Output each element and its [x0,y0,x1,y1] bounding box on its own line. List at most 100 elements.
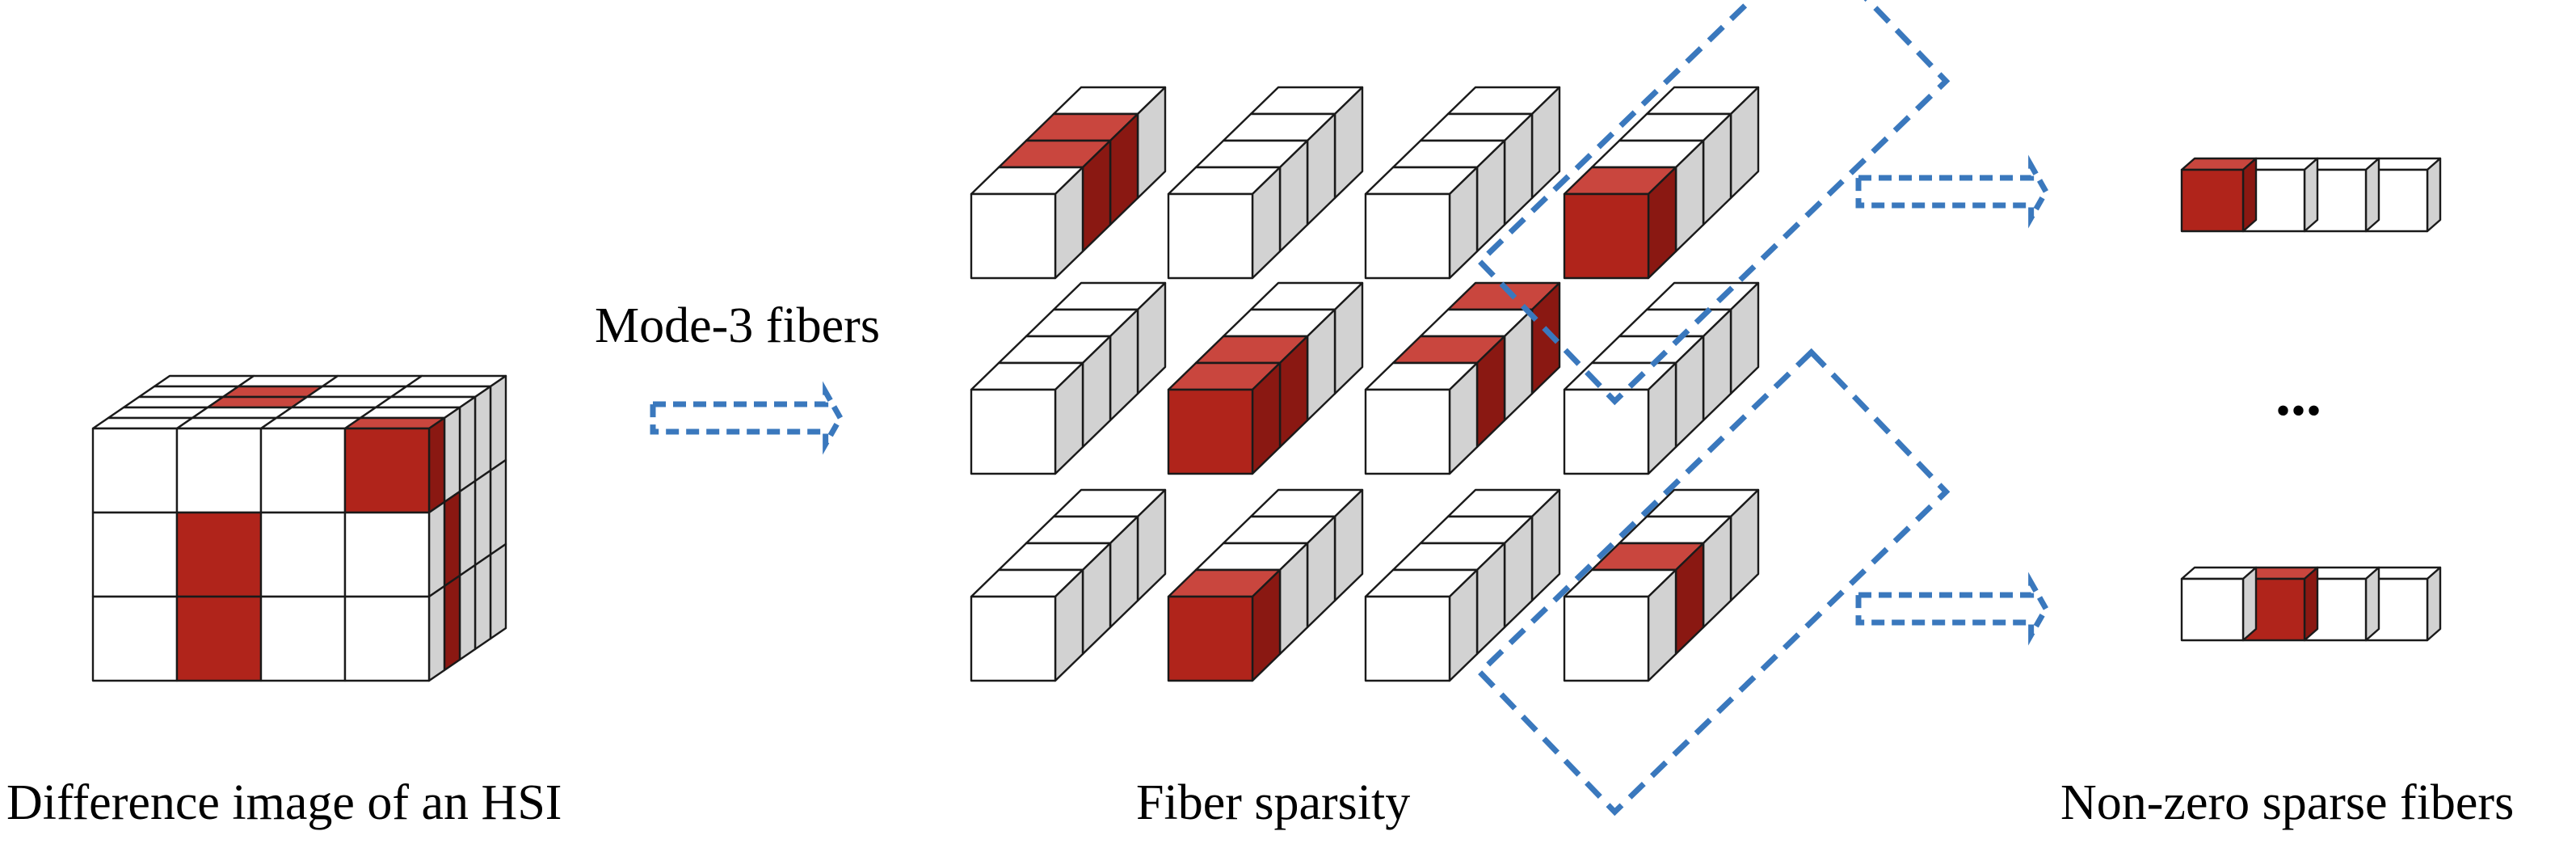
hsi-top-cell [321,374,423,388]
hsi-cube [91,374,507,682]
fiber-r2-c0 [970,488,1167,682]
sparse-cube-side [2426,566,2442,642]
fiber-cube-front [1563,192,1650,280]
fiber-cube-front [1364,192,1451,280]
fiber-cube-front [1563,388,1650,475]
hsi-front-cell [175,511,263,598]
dashed-right-arrow-icon [650,381,844,455]
fiber-sparsity-caption: Fiber sparsity [1136,775,1411,830]
hsi-top-cell [305,385,408,399]
hsi-top-cell [343,416,446,430]
hsi-top-cell [237,374,339,388]
hsi-side-cell [458,563,477,661]
fiber-cube-front [970,388,1057,475]
arrow-to-fibers [650,381,844,455]
hsi-top-cell [405,374,507,388]
hsi-top-cell [107,406,209,420]
dashed-right-arrow-icon [1855,154,2050,229]
highlight-fiber-top [1475,0,1951,406]
fiber-r0-c1 [1167,86,1364,280]
hsi-front-cell [259,427,347,514]
fiber-r2-c3 [1563,488,1760,682]
hsi-side-cell [443,574,461,672]
fiber-cube-front [1364,595,1451,682]
fiber-r1-c2 [1364,281,1561,475]
sparse-cube-side [2364,566,2380,642]
hsi-top-cell [137,385,240,399]
hsi-side-cell [458,395,477,493]
hsi-top-cell [175,416,278,430]
hsi-top-cell [206,395,309,409]
sparse-cube-front [2180,577,2245,642]
hsi-side-cell [443,406,461,504]
fiber-r0-c2 [1364,86,1561,280]
fiber-r1-c1 [1167,281,1364,475]
hsi-front-cell [91,511,179,598]
hsi-top-cell [221,385,324,399]
fiber-r0-c0 [970,86,1167,280]
fiber-cube-front [1364,388,1451,475]
hsi-difference-caption: Difference image of an HSI [6,775,562,830]
arrow-to-sparse-fiber-1 [1855,154,2050,229]
fiber-cube-front [1167,388,1254,475]
fiber-cube-front [970,595,1057,682]
fiber-cube-front [1167,595,1254,682]
fiber-cube-front [1167,192,1254,280]
highlight-fiber-bottom [1475,348,1951,817]
dashed-selection-box-icon [1475,0,1951,406]
hsi-front-cell [343,511,431,598]
hsi-top-cell [290,395,393,409]
sparse-fibers-caption: Non-zero sparse fibers [2060,775,2515,830]
hsi-top-cell [259,416,362,430]
hsi-side-cell [427,416,446,514]
dashed-selection-box-icon [1475,348,1951,817]
hsi-side-cell [474,553,492,651]
fiber-cube-front [970,192,1057,280]
sparse-cube-side [2241,566,2258,642]
sparse-cube-side [2303,566,2319,642]
hsi-side-cell [489,458,507,556]
sparse-fiber-1 [2180,157,2442,233]
sparse-cube-side [2426,157,2442,233]
hsi-top-cell [153,374,255,388]
ellipsis-mark: ... [2275,361,2321,428]
hsi-side-cell [474,385,492,483]
hsi-top-cell [359,406,461,420]
hsi-front-cell [175,595,263,682]
hsi-front-cell [91,427,179,514]
sparse-cube-side [2241,157,2258,233]
fiber-r0-c3 [1563,86,1760,280]
hsi-front-cell [343,427,431,514]
hsi-top-cell [389,385,492,399]
hsi-front-cell [175,427,263,514]
fiber-r2-c2 [1364,488,1561,682]
hsi-side-cell [427,584,446,682]
hsi-front-cell [259,595,347,682]
hsi-front-cell [259,511,347,598]
sparse-cube-side [2364,157,2380,233]
arrow-to-sparse-fiber-2 [1855,572,2050,646]
hsi-side-cell [427,500,446,598]
hsi-top-cell [275,406,377,420]
hsi-front-cell [343,595,431,682]
hsi-side-cell [489,374,507,472]
sparse-cube-front [2180,168,2245,233]
sparse-cube-side [2303,157,2319,233]
hsi-front-cell [91,595,179,682]
hsi-side-cell [458,479,477,577]
fiber-r1-c0 [970,281,1167,475]
fiber-cube-front [1563,595,1650,682]
hsi-side-cell [443,490,461,588]
fiber-r2-c1 [1167,488,1364,682]
hsi-top-cell [122,395,225,409]
dashed-right-arrow-icon [1855,572,2050,646]
hsi-top-cell [191,406,293,420]
hsi-top-cell [91,416,194,430]
hsi-top-cell [374,395,477,409]
sparse-fiber-2 [2180,566,2442,642]
mode-3-fibers-label: Mode-3 fibers [595,298,880,353]
hsi-side-cell [474,469,492,567]
hsi-side-cell [489,542,507,640]
